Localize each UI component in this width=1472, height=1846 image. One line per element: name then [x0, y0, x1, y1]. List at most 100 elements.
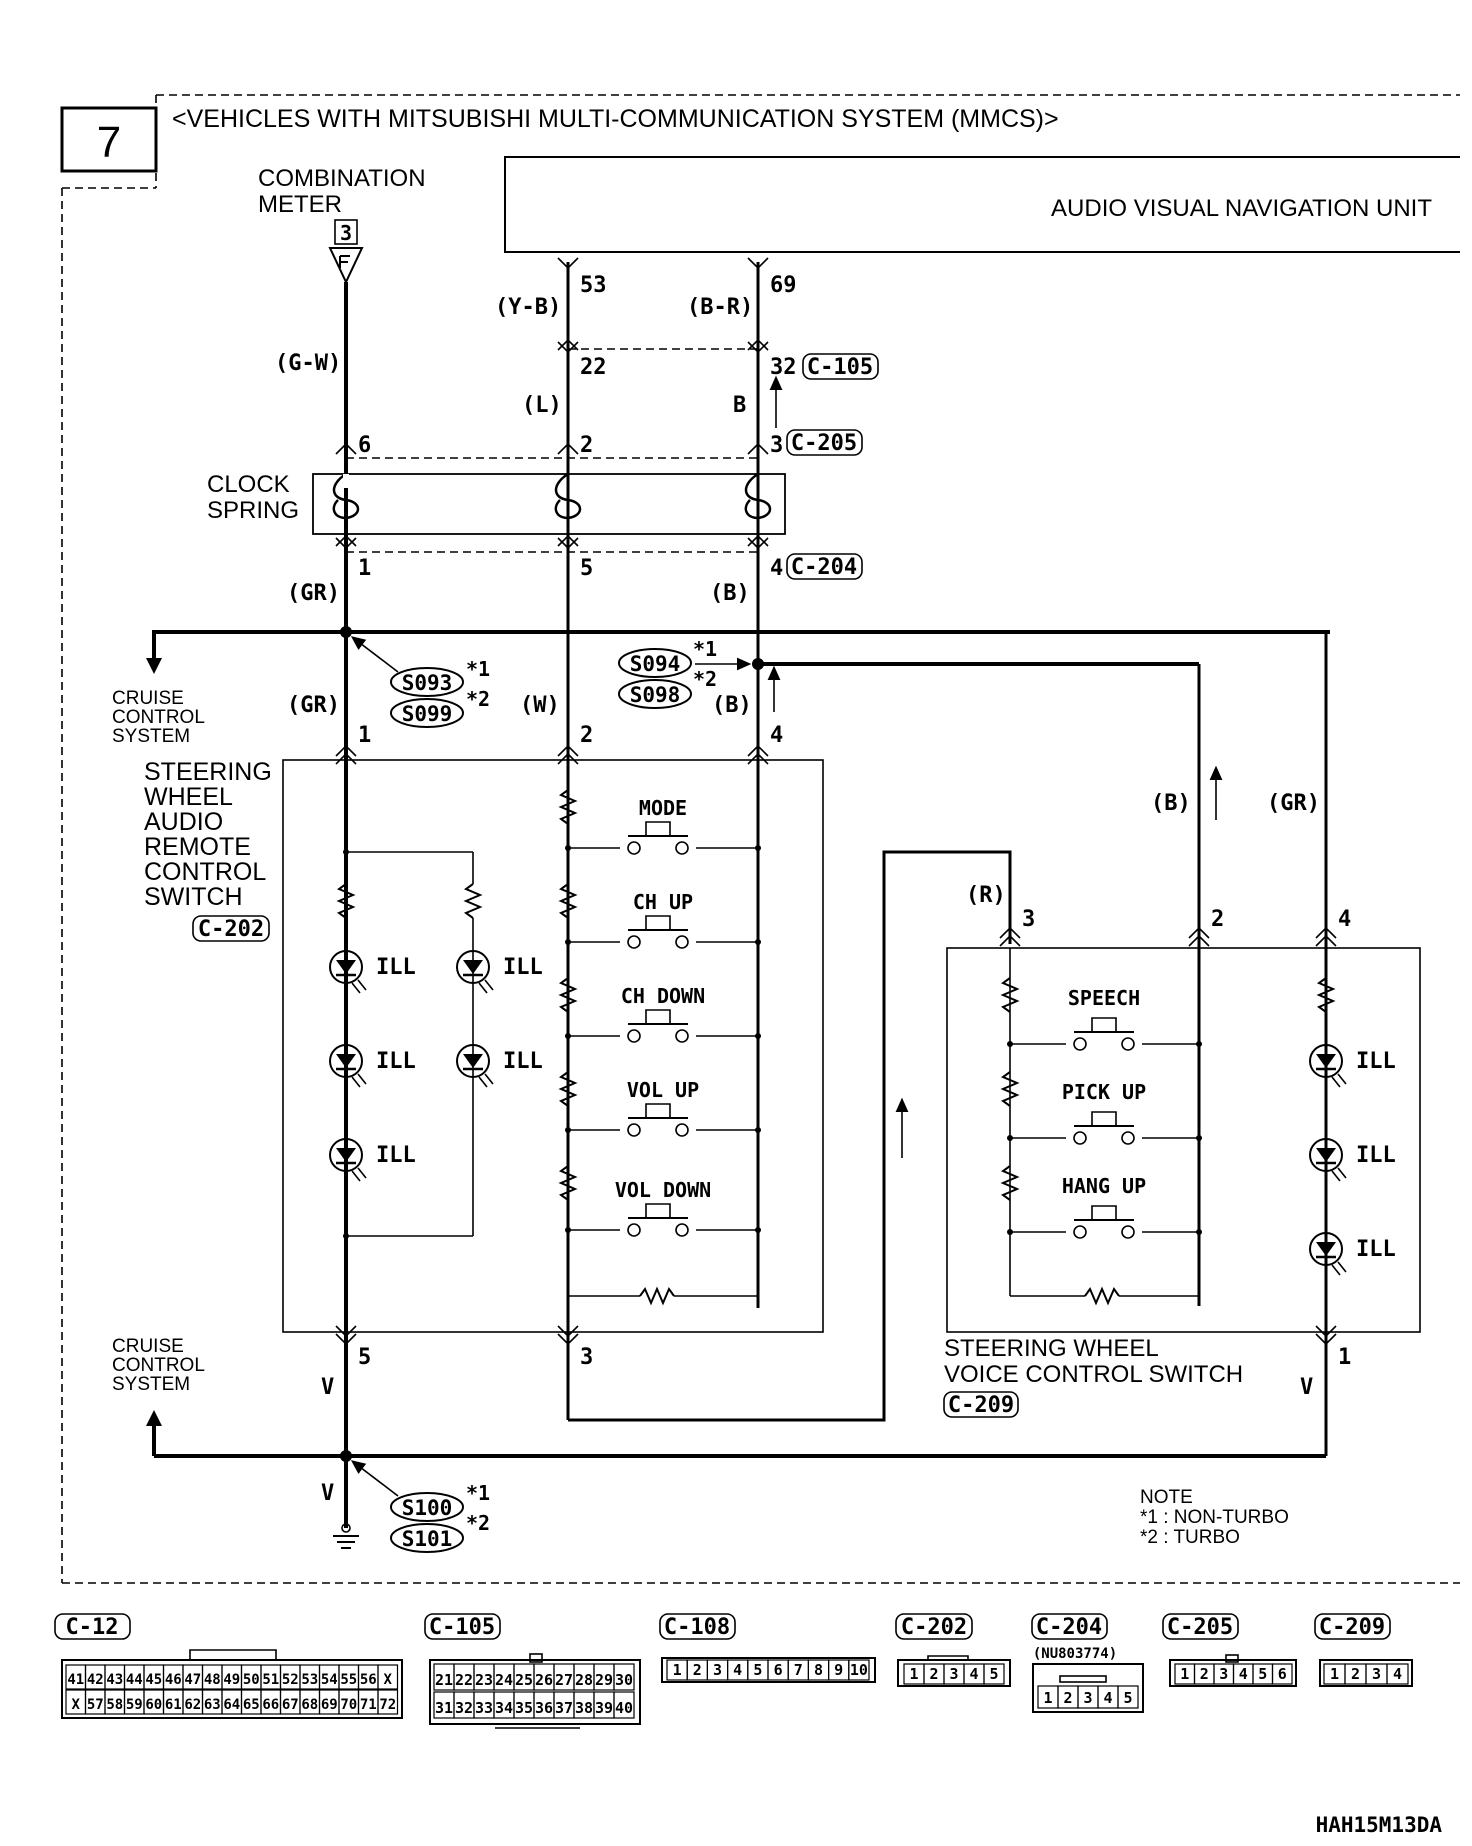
- led-icon: [329, 1044, 367, 1088]
- wire-color-gw: (G-W): [275, 351, 341, 376]
- c204-connector-tag: [786, 553, 863, 580]
- connector-pin-number: 32: [455, 1699, 473, 1717]
- connector-pin-number: 45: [145, 1672, 162, 1688]
- connector-pin-number: 4: [1239, 1665, 1248, 1683]
- connector-pin-cell: [1117, 1685, 1139, 1709]
- svg-text:C-205: C-205: [1167, 1615, 1233, 1640]
- connector-pin-number: 35: [515, 1699, 533, 1717]
- connector-pin-number: 26: [535, 1671, 553, 1689]
- clock-spring-label: CLOCK: [207, 471, 290, 498]
- page-title: <VEHICLES WITH MITSUBISHI MULTI-COMMUNIC…: [172, 105, 1059, 133]
- connector-pin-cell: [1271, 1663, 1293, 1685]
- connector-pin-number: 44: [126, 1672, 143, 1688]
- note-line-2: *2 : TURBO: [1140, 1527, 1240, 1548]
- cruise-label-top: CRUISE: [112, 688, 184, 709]
- connector-pin-number: 6: [774, 1661, 783, 1679]
- combination-meter-label: COMBINATION: [258, 165, 426, 192]
- wire-color-r: (R): [966, 883, 1006, 908]
- led-icon: [1309, 1138, 1347, 1182]
- connector-pin-number: 52: [282, 1672, 299, 1688]
- connector-pin-number: X: [384, 1672, 393, 1688]
- connector-pin-number: 56: [360, 1672, 377, 1688]
- led-icon: [456, 950, 494, 994]
- c105-pin-22: 22: [580, 355, 607, 380]
- audio-switch-label: STEERING: [144, 758, 272, 786]
- audio-switch-box: [282, 759, 824, 1333]
- connector-pin-cell: [613, 1691, 635, 1719]
- connector-pin-number: 1: [1330, 1665, 1339, 1683]
- c105-pin-32: 32: [770, 355, 797, 380]
- c205-pin-2: 2: [580, 433, 593, 458]
- connector-pin-number: 22: [455, 1671, 473, 1689]
- ill-label: ILL: [376, 1143, 416, 1168]
- connector-pin-number: X: [72, 1697, 81, 1713]
- cruise-label-top-2: CONTROL: [112, 707, 205, 728]
- connector-pin-number: 4: [733, 1661, 742, 1679]
- ground-mark-icon: [339, 255, 350, 268]
- c205-connector-tag: [786, 429, 863, 456]
- connector-pin-number: 5: [753, 1661, 762, 1679]
- c205-connector-label: C-205: [791, 431, 857, 456]
- connector-pin-number: 48: [204, 1672, 221, 1688]
- svg-text:S101: S101: [402, 1527, 453, 1551]
- connector-pin-number: 46: [165, 1672, 182, 1688]
- connector-pin-number: 41: [67, 1672, 84, 1688]
- clock-spring-label-2: SPRING: [207, 497, 299, 524]
- led-icon: [329, 950, 367, 994]
- c204-connector-label: C-204: [791, 555, 857, 580]
- splice-tag-s098: S098: [618, 679, 692, 709]
- connector-pin-number: 1: [673, 1661, 682, 1679]
- connector-pin-cell: [377, 1689, 399, 1715]
- audio-switch-label-2: WHEEL: [144, 783, 233, 811]
- svg-text:S098: S098: [630, 683, 681, 707]
- connector-pin-number: 3: [713, 1661, 722, 1679]
- mode-button: [565, 821, 761, 855]
- connector-pin-number: 60: [145, 1697, 162, 1713]
- c209-pin-1: 1: [1338, 1345, 1351, 1370]
- c209-connector-label: C-209: [948, 1393, 1014, 1418]
- c205-pin-6: 6: [358, 433, 371, 458]
- c202-pin-1: 1: [358, 723, 371, 748]
- wire-color-b-b: (B): [712, 693, 752, 718]
- connector-pin-number: 1: [1043, 1689, 1052, 1707]
- connector-pin-number: 2: [929, 1665, 938, 1683]
- audio-switch-label-3: AUDIO: [144, 808, 223, 836]
- connector-pin-number: 34: [495, 1699, 513, 1717]
- note-mark-1: *1: [466, 1481, 490, 1505]
- connector-pin-number: 5: [1258, 1665, 1267, 1683]
- connector-pin-number: 65: [243, 1697, 260, 1713]
- wire-color-b-plain: B: [733, 393, 746, 418]
- frame-border: [60, 94, 1460, 1584]
- voice-switch-box: [946, 947, 1421, 1333]
- connector-pin-number: 38: [575, 1699, 593, 1717]
- connector-pin-number: 70: [340, 1697, 357, 1713]
- ill-label: ILL: [503, 1049, 543, 1074]
- wire-color-l: (L): [522, 393, 562, 418]
- wire-color-b-c: (B): [1151, 791, 1191, 816]
- c202-pin-5: 5: [358, 1345, 371, 1370]
- connector-pin-number: 39: [595, 1699, 613, 1717]
- ch-down-button-label: CH DOWN: [621, 984, 705, 1008]
- connector-pin-number: 68: [301, 1697, 318, 1713]
- ill-label: ILL: [1356, 1143, 1396, 1168]
- wire-color-v: V: [321, 1481, 334, 1506]
- audio-switch-ladder: [558, 789, 758, 1306]
- connector-pin-number: 67: [282, 1697, 299, 1713]
- connector-pin-number: 3: [949, 1665, 958, 1683]
- ill-label: ILL: [1356, 1049, 1396, 1074]
- c204-pin-5: 5: [580, 556, 593, 581]
- wire-color-gr-c: (GR): [1267, 791, 1320, 816]
- wire-r-loop: [568, 850, 1012, 1422]
- mode-button-label: MODE: [639, 796, 687, 820]
- note-mark-2: *2: [466, 687, 490, 711]
- c209-pin-4: 4: [1338, 907, 1351, 932]
- ill-label: ILL: [1356, 1237, 1396, 1262]
- connector-pin-number: 64: [223, 1697, 240, 1713]
- note-mark-2: *2: [693, 667, 717, 691]
- ch-down-button: [565, 1009, 761, 1043]
- led-icon: [329, 1138, 367, 1182]
